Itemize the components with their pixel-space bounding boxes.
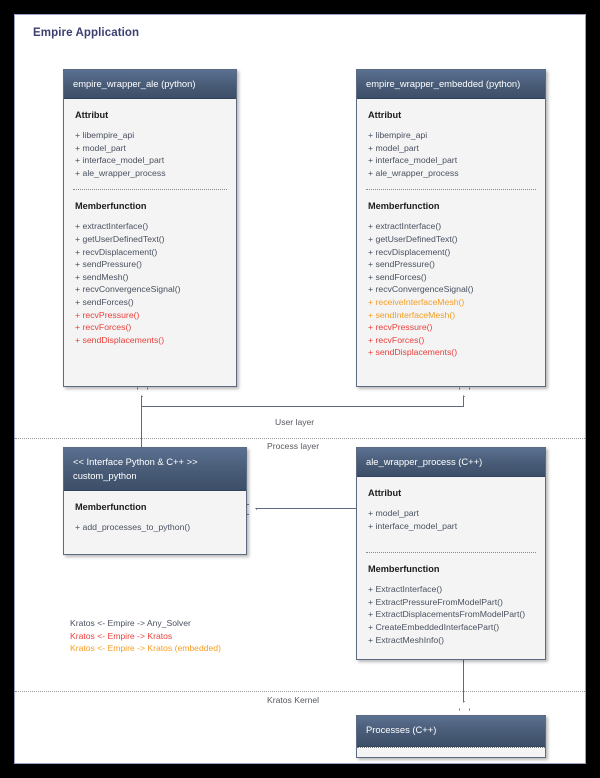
- member-function-item: + recvConvergenceSignal(): [75, 284, 181, 295]
- spacer: [366, 532, 536, 542]
- attribute-item: + ale_wrapper_process: [75, 167, 166, 178]
- member-function-item: + sendDisplacements(): [75, 334, 165, 345]
- member-function-item: + recvConvergenceSignal(): [368, 284, 474, 295]
- class-box-empire-wrapper-ale[interactable]: empire_wrapper_ale (python) Attribut + l…: [63, 69, 237, 387]
- user-process-layer-divider: [15, 438, 585, 439]
- member-function-item: + extractInterface(): [368, 221, 442, 232]
- class-box-empire-wrapper-embedded[interactable]: empire_wrapper_embedded (python) Attribu…: [356, 69, 546, 387]
- class-box-ale-wrapper-process[interactable]: ale_wrapper_process (C++) Attribut + mod…: [356, 447, 546, 660]
- member-function-item: + sendForces(): [75, 296, 134, 307]
- attribute-item: + libempire_api: [75, 130, 135, 140]
- connector-embedded-vertical: [463, 387, 464, 407]
- member-function-item: + receiveInterfaceMesh(): [368, 296, 465, 307]
- class-body-empire-wrapper-ale: Attribut + libempire_api + model_part + …: [64, 99, 236, 356]
- class-body-ale-wrapper-process: Attribut + model_part + interface_model_…: [357, 477, 545, 656]
- member-function-item: + add_processes_to_python(): [75, 522, 191, 532]
- section-attribut: Attribut + libempire_api + model_part + …: [73, 99, 227, 189]
- member-function-item: + ExtractDisplacementsFromModelPart(): [368, 609, 526, 620]
- class-header-custom-python: << Interface Python & C++ >> custom_pyth…: [64, 448, 246, 491]
- connector-ale-to-custom-python: [141, 387, 142, 461]
- section-memberfunction: Memberfunction + extractInterface() + ge…: [73, 189, 227, 356]
- section-attribut: Attribut + libempire_api + model_part + …: [366, 99, 536, 189]
- legend-item: Kratos <- Empire -> Kratos: [70, 630, 173, 641]
- attribute-item: + model_part: [75, 142, 126, 153]
- layer-label-kratos-kernel: Kratos Kernel: [267, 695, 320, 705]
- class-header-empire-wrapper-ale: empire_wrapper_ale (python): [64, 70, 236, 99]
- legend: Kratos <- Empire -> Any_Solver Kratos <-…: [70, 617, 221, 655]
- class-title-ale-wrapper-process: ale_wrapper_process (C++): [366, 456, 483, 467]
- class-header-ale-wrapper-process: ale_wrapper_process (C++): [357, 448, 545, 477]
- member-function-item: + extractInterface(): [75, 221, 149, 232]
- attribute-item: + interface_model_part: [75, 155, 165, 166]
- member-function-item: + CreateEmbeddedInterfacePart(): [368, 621, 500, 632]
- section-attribut: Attribut + model_part + interface_model_…: [366, 477, 536, 552]
- attribute-item: + model_part: [368, 142, 419, 153]
- section-title-attribut: Attribut: [368, 110, 402, 120]
- section-title-memberfunction: Memberfunction: [75, 201, 147, 212]
- class-header-processes: Processes (C++): [357, 716, 545, 747]
- member-function-item: + recvForces(): [368, 334, 425, 345]
- member-function-item: + sendInterfaceMesh(): [368, 309, 456, 320]
- diagram-canvas: Empire Application User layer Process la…: [14, 14, 586, 764]
- member-function-item: + getUserDefinedText(): [368, 233, 458, 244]
- layer-label-user: User layer: [275, 417, 315, 427]
- member-function-item: + sendDisplacements(): [368, 347, 458, 358]
- member-function-item: + recvPressure(): [368, 322, 433, 333]
- attribute-item: + libempire_api: [368, 130, 428, 140]
- member-function-item: + recvDisplacement(): [368, 246, 451, 257]
- class-body-empire-wrapper-embedded: Attribut + libempire_api + model_part + …: [357, 99, 545, 369]
- class-box-processes[interactable]: Processes (C++): [356, 715, 546, 758]
- class-title-empire-wrapper-embedded: empire_wrapper_embedded (python): [366, 78, 521, 89]
- page-title: Empire Application: [33, 27, 140, 39]
- member-function-item: + ExtractInterface(): [368, 584, 443, 595]
- section-memberfunction: Memberfunction + add_processes_to_python…: [73, 491, 237, 544]
- attribute-item: + model_part: [368, 508, 419, 518]
- layer-label-process: Process layer: [267, 441, 320, 451]
- class-body-custom-python: Memberfunction + add_processes_to_python…: [64, 491, 246, 544]
- section-title-memberfunction: Memberfunction: [75, 502, 147, 512]
- class-title-empire-wrapper-ale: empire_wrapper_ale (python): [73, 78, 196, 89]
- section-title-memberfunction: Memberfunction: [368, 564, 440, 575]
- legend-item: Kratos <- Empire -> Any_Solver: [70, 618, 191, 628]
- member-function-item: + recvDisplacement(): [75, 246, 158, 257]
- member-function-item: + recvForces(): [75, 322, 132, 333]
- member-function-item: + getUserDefinedText(): [75, 233, 165, 244]
- section-title-attribut: Attribut: [368, 488, 402, 498]
- class-body-processes: [357, 747, 545, 757]
- section-title-attribut: Attribut: [75, 110, 109, 120]
- member-function-item: + sendPressure(): [368, 259, 435, 270]
- class-title-custom-python: custom_python: [73, 470, 137, 481]
- class-box-custom-python[interactable]: << Interface Python & C++ >> custom_pyth…: [63, 447, 247, 555]
- member-function-item: + sendMesh(): [75, 271, 129, 282]
- attribute-item: + interface_model_part: [368, 520, 458, 531]
- kratos-kernel-divider: [15, 691, 585, 692]
- member-function-item: + sendForces(): [368, 271, 427, 282]
- member-function-item: + ExtractMeshInfo(): [368, 634, 445, 645]
- member-function-item: + sendPressure(): [75, 259, 142, 270]
- section-title-memberfunction: Memberfunction: [368, 201, 440, 212]
- attribute-item: + interface_model_part: [368, 155, 458, 166]
- class-title-processes: Processes (C++): [366, 724, 437, 735]
- class-stereotype-custom-python: << Interface Python & C++ >>: [73, 456, 198, 467]
- attribute-item: + ale_wrapper_process: [368, 167, 459, 178]
- connector-ale-process-to-processes: [463, 660, 464, 707]
- connector-custom-python-to-ale-process: [247, 508, 357, 509]
- connector-embedded-horizontal: [141, 406, 464, 407]
- class-header-empire-wrapper-embedded: empire_wrapper_embedded (python): [357, 70, 545, 99]
- member-function-item: + recvPressure(): [75, 309, 140, 320]
- section-memberfunction: Memberfunction + extractInterface() + ge…: [366, 189, 536, 369]
- member-function-item: + ExtractPressureFromModelPart(): [368, 596, 503, 607]
- legend-item: Kratos <- Empire -> Kratos (embedded): [70, 643, 221, 654]
- section-memberfunction: Memberfunction + ExtractInterface() + Ex…: [366, 552, 536, 656]
